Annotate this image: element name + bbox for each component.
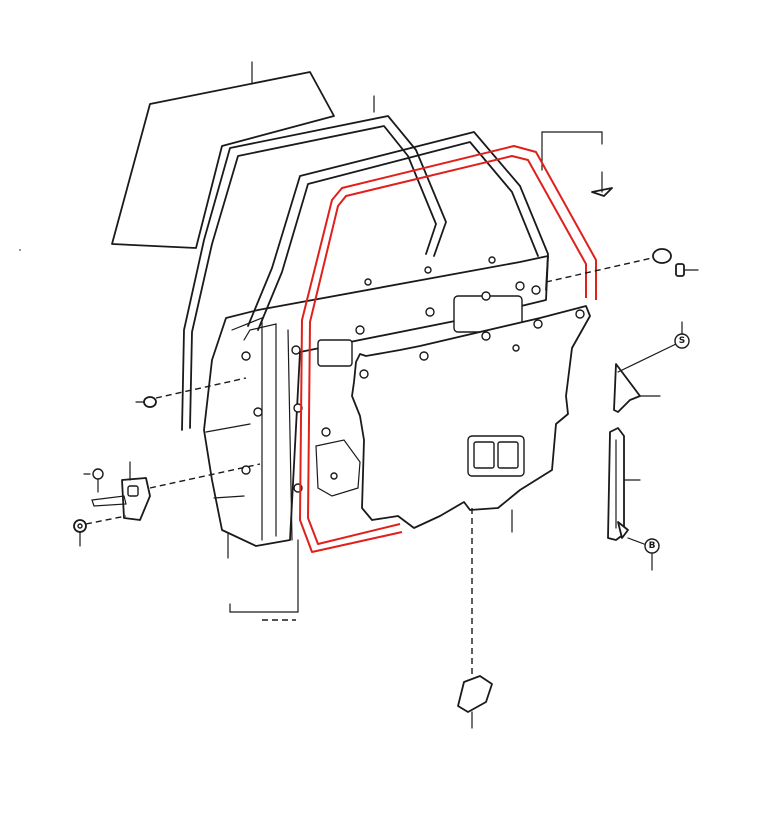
door-shell [203, 255, 549, 559]
stray-mark [19, 249, 21, 251]
glass-run-channel [181, 95, 447, 431]
door-weatherstrip-highlighted [299, 145, 597, 553]
service-hole-cover [315, 305, 591, 533]
division-bar-lower [607, 427, 653, 571]
door-bumper [675, 263, 699, 277]
lower-bracket-leader [229, 539, 299, 621]
callout-s-label: S [679, 336, 685, 346]
door-hinge [91, 461, 261, 521]
door-outer-frame [247, 131, 603, 331]
door-window-glass [111, 61, 335, 249]
callout-s-marker: S [674, 333, 690, 349]
division-bar-upper [613, 321, 683, 413]
screw-clip [591, 171, 613, 197]
hinge-nut [73, 515, 127, 547]
callout-b-label: B [649, 541, 656, 551]
door-check-plug [135, 377, 247, 408]
callout-b-marker: B [644, 538, 660, 554]
hinge-bolt [83, 468, 104, 493]
drain-hole-plug [457, 508, 493, 729]
grommet-cap [545, 248, 672, 283]
